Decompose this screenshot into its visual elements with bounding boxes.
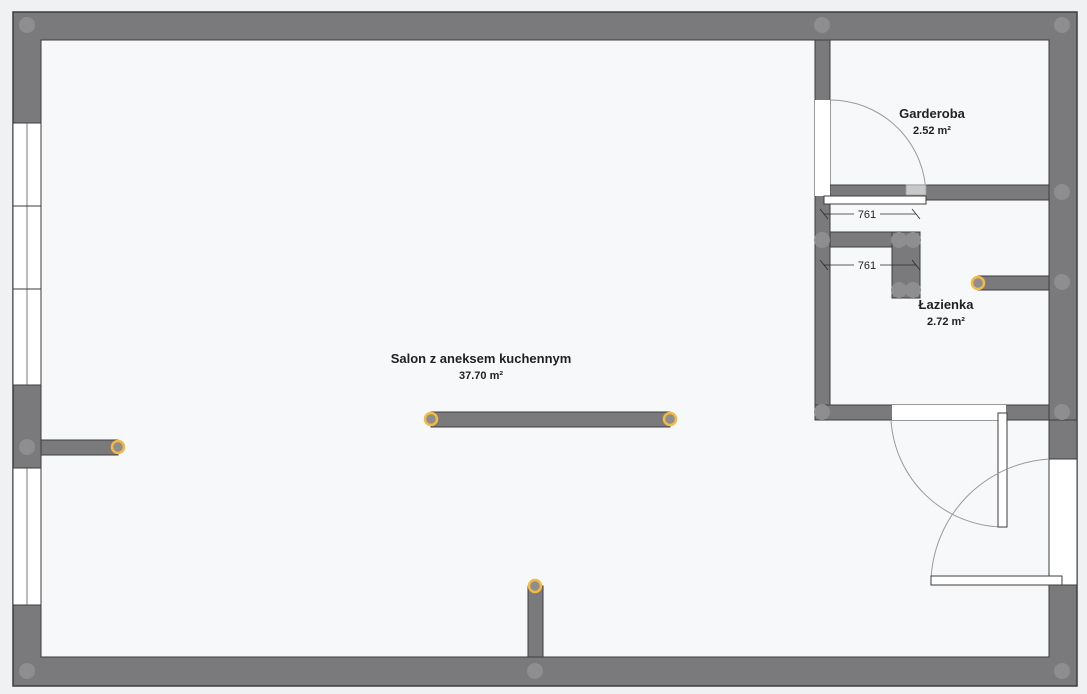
floor-garderoba[interactable] [829, 39, 1050, 186]
room-name-lazienka: Łazienka [919, 297, 975, 312]
wall-node[interactable] [814, 404, 830, 420]
windows [12, 122, 42, 606]
room-label-salon[interactable]: Salon z aneksem kuchennym 37.70 m² [391, 351, 572, 382]
wall-left-stub[interactable] [40, 439, 119, 456]
window-upper[interactable] [12, 122, 42, 386]
wall-garderoba-lazienka[interactable] [919, 184, 1050, 201]
selected-node[interactable] [527, 578, 543, 594]
wall-node[interactable] [891, 282, 907, 298]
selected-node[interactable] [423, 411, 439, 427]
room-labels: Salon z aneksem kuchennym 37.70 m² Garde… [391, 106, 975, 382]
wall-node[interactable] [1054, 274, 1070, 290]
wall-node[interactable] [905, 232, 921, 248]
doors [815, 99, 1078, 586]
wall-bottom-stub[interactable] [527, 585, 544, 658]
room-area-garderoba: 2.52 m² [913, 125, 951, 137]
wall-node[interactable] [527, 663, 543, 679]
room-name-salon: Salon z aneksem kuchennym [391, 351, 572, 366]
wall-island[interactable] [430, 411, 671, 428]
selected-nodes [110, 275, 986, 594]
door-lazienka[interactable] [890, 405, 1008, 528]
wall-closet-shelf[interactable] [829, 231, 893, 248]
door-garderoba[interactable] [815, 99, 927, 205]
dimension-lines: 761 761 [819, 207, 921, 272]
wall-node[interactable] [19, 17, 35, 33]
selected-node[interactable] [110, 439, 126, 455]
wall-node[interactable] [814, 232, 830, 248]
window-lower[interactable] [12, 467, 42, 606]
room-area-salon: 37.70 m² [459, 370, 503, 382]
room-name-garderoba: Garderoba [899, 106, 966, 121]
wall-node[interactable] [19, 439, 35, 455]
room-area-lazienka: 2.72 m² [927, 316, 965, 328]
wall-node[interactable] [1054, 663, 1070, 679]
dimension-lower[interactable]: 761 [819, 258, 921, 272]
wall-node[interactable] [1054, 404, 1070, 420]
wall-partition-vertical[interactable] [814, 39, 831, 421]
wall-nodes [19, 17, 1070, 679]
selected-node[interactable] [970, 275, 986, 291]
dimension-label-lower: 761 [858, 260, 876, 272]
room-label-lazienka[interactable]: Łazienka 2.72 m² [919, 297, 975, 328]
room-label-garderoba[interactable]: Garderoba 2.52 m² [899, 106, 966, 137]
wall-node[interactable] [814, 17, 830, 33]
door-entrance[interactable] [930, 458, 1078, 586]
wall-node[interactable] [1054, 184, 1070, 200]
wall-node[interactable] [905, 282, 921, 298]
selected-node[interactable] [662, 411, 678, 427]
wall-node[interactable] [19, 663, 35, 679]
wall-bathroom-stub[interactable] [977, 275, 1050, 291]
wall-node[interactable] [1054, 17, 1070, 33]
dimension-upper[interactable]: 761 [819, 207, 921, 221]
dimension-label-upper: 761 [858, 209, 876, 221]
room-floors [40, 39, 1050, 658]
wall-node[interactable] [891, 232, 907, 248]
